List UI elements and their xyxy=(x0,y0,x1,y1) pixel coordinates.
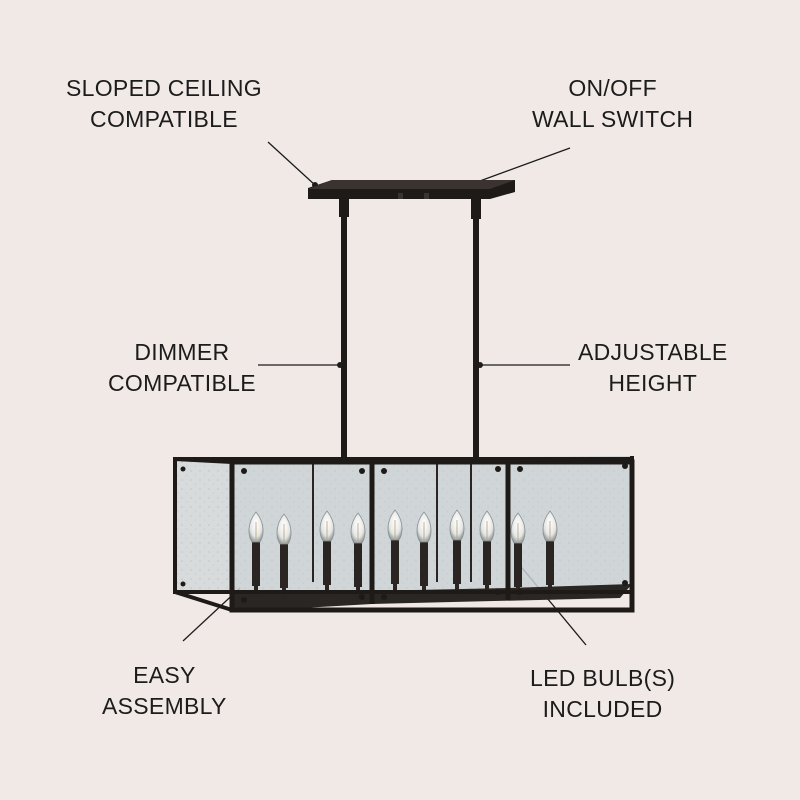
feature-easy-assembly-line1: EASY xyxy=(133,662,196,688)
candle-bulb xyxy=(387,509,403,596)
callout-dots xyxy=(312,182,483,368)
feature-sloped-ceiling-line1: SLOPED CEILING xyxy=(66,75,262,101)
feature-wall-switch-line2: WALL SWITCH xyxy=(532,106,694,132)
feature-wall-switch-line1: ON/OFF xyxy=(568,75,657,101)
feature-dimmer-line1: DIMMER xyxy=(134,339,230,365)
feature-dimmer: DIMMER COMPATIBLE xyxy=(108,337,256,399)
feature-led-bulbs: LED BULB(S) INCLUDED xyxy=(530,663,675,725)
cage-frame xyxy=(173,456,635,613)
feature-dimmer-line2: COMPATIBLE xyxy=(108,370,256,396)
feature-adjustable-height: ADJUSTABLE HEIGHT xyxy=(578,337,728,399)
feature-sloped-ceiling: SLOPED CEILING COMPATIBLE xyxy=(66,73,262,135)
candle-bulb xyxy=(479,510,495,597)
feature-easy-assembly-line2: ASSEMBLY xyxy=(102,693,227,719)
led-bulbs xyxy=(248,509,558,600)
feature-easy-assembly: EASY ASSEMBLY xyxy=(102,660,227,722)
feature-sloped-ceiling-line2: COMPATIBLE xyxy=(90,106,238,132)
ceiling-canopy xyxy=(308,180,515,199)
downrods xyxy=(339,197,481,463)
candle-bulb xyxy=(449,509,465,596)
feature-led-bulbs-line2: INCLUDED xyxy=(542,696,663,722)
glass-cage xyxy=(173,456,635,613)
feature-led-bulbs-line1: LED BULB(S) xyxy=(530,665,676,691)
sloped-ceiling-leader xyxy=(267,141,316,186)
feature-adjustable-height-line2: HEIGHT xyxy=(608,370,698,396)
feature-adjustable-height-line1: ADJUSTABLE xyxy=(578,339,728,365)
feature-wall-switch: ON/OFF WALL SWITCH xyxy=(532,73,693,135)
